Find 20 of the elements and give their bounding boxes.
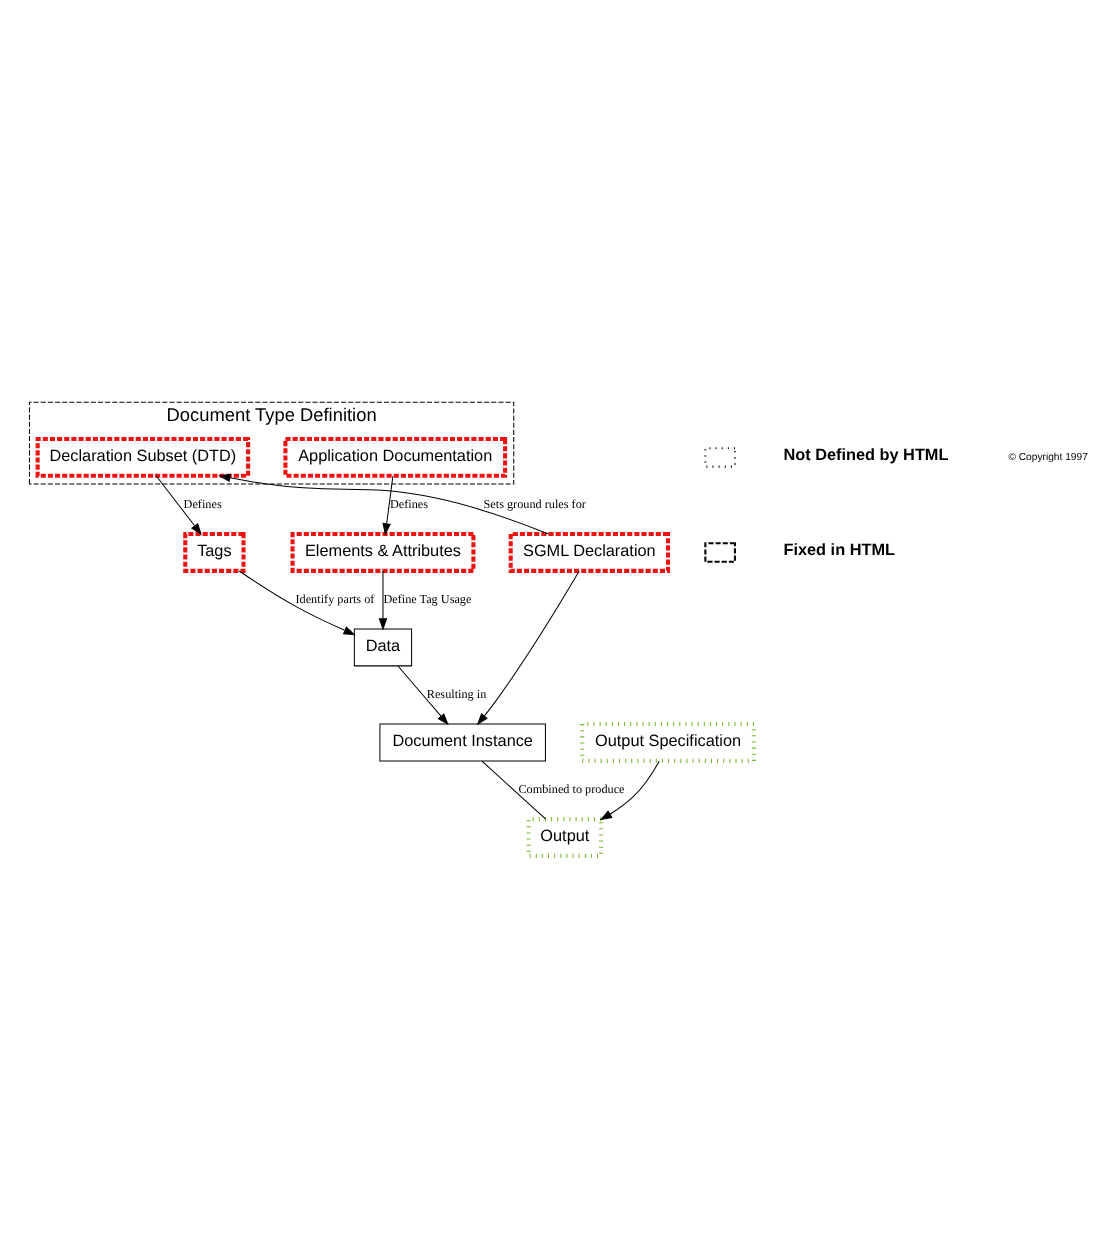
node-box: Application Documentation <box>283 437 508 478</box>
node-box: Tags <box>183 532 246 573</box>
arrow <box>218 473 549 535</box>
node-box: Data <box>353 628 413 667</box>
arrow <box>155 475 202 536</box>
arrow <box>238 570 356 636</box>
arrow <box>397 665 449 726</box>
connector <box>481 760 547 820</box>
node-box: Declaration Subset (DTD) <box>35 437 251 478</box>
node-box: Output <box>526 817 604 858</box>
arrow <box>382 475 394 536</box>
legend-label: Not Defined by HTML <box>783 446 949 465</box>
arrow <box>378 570 388 631</box>
node-box: Elements & Attributes <box>290 532 476 573</box>
arrow <box>476 570 580 726</box>
arrow <box>599 760 660 821</box>
node-box: SGML Declaration <box>508 532 671 573</box>
legend-label: Fixed in HTML <box>783 541 895 560</box>
node-box: Document Instance <box>379 723 546 762</box>
node-box: Output Specification <box>580 722 756 763</box>
